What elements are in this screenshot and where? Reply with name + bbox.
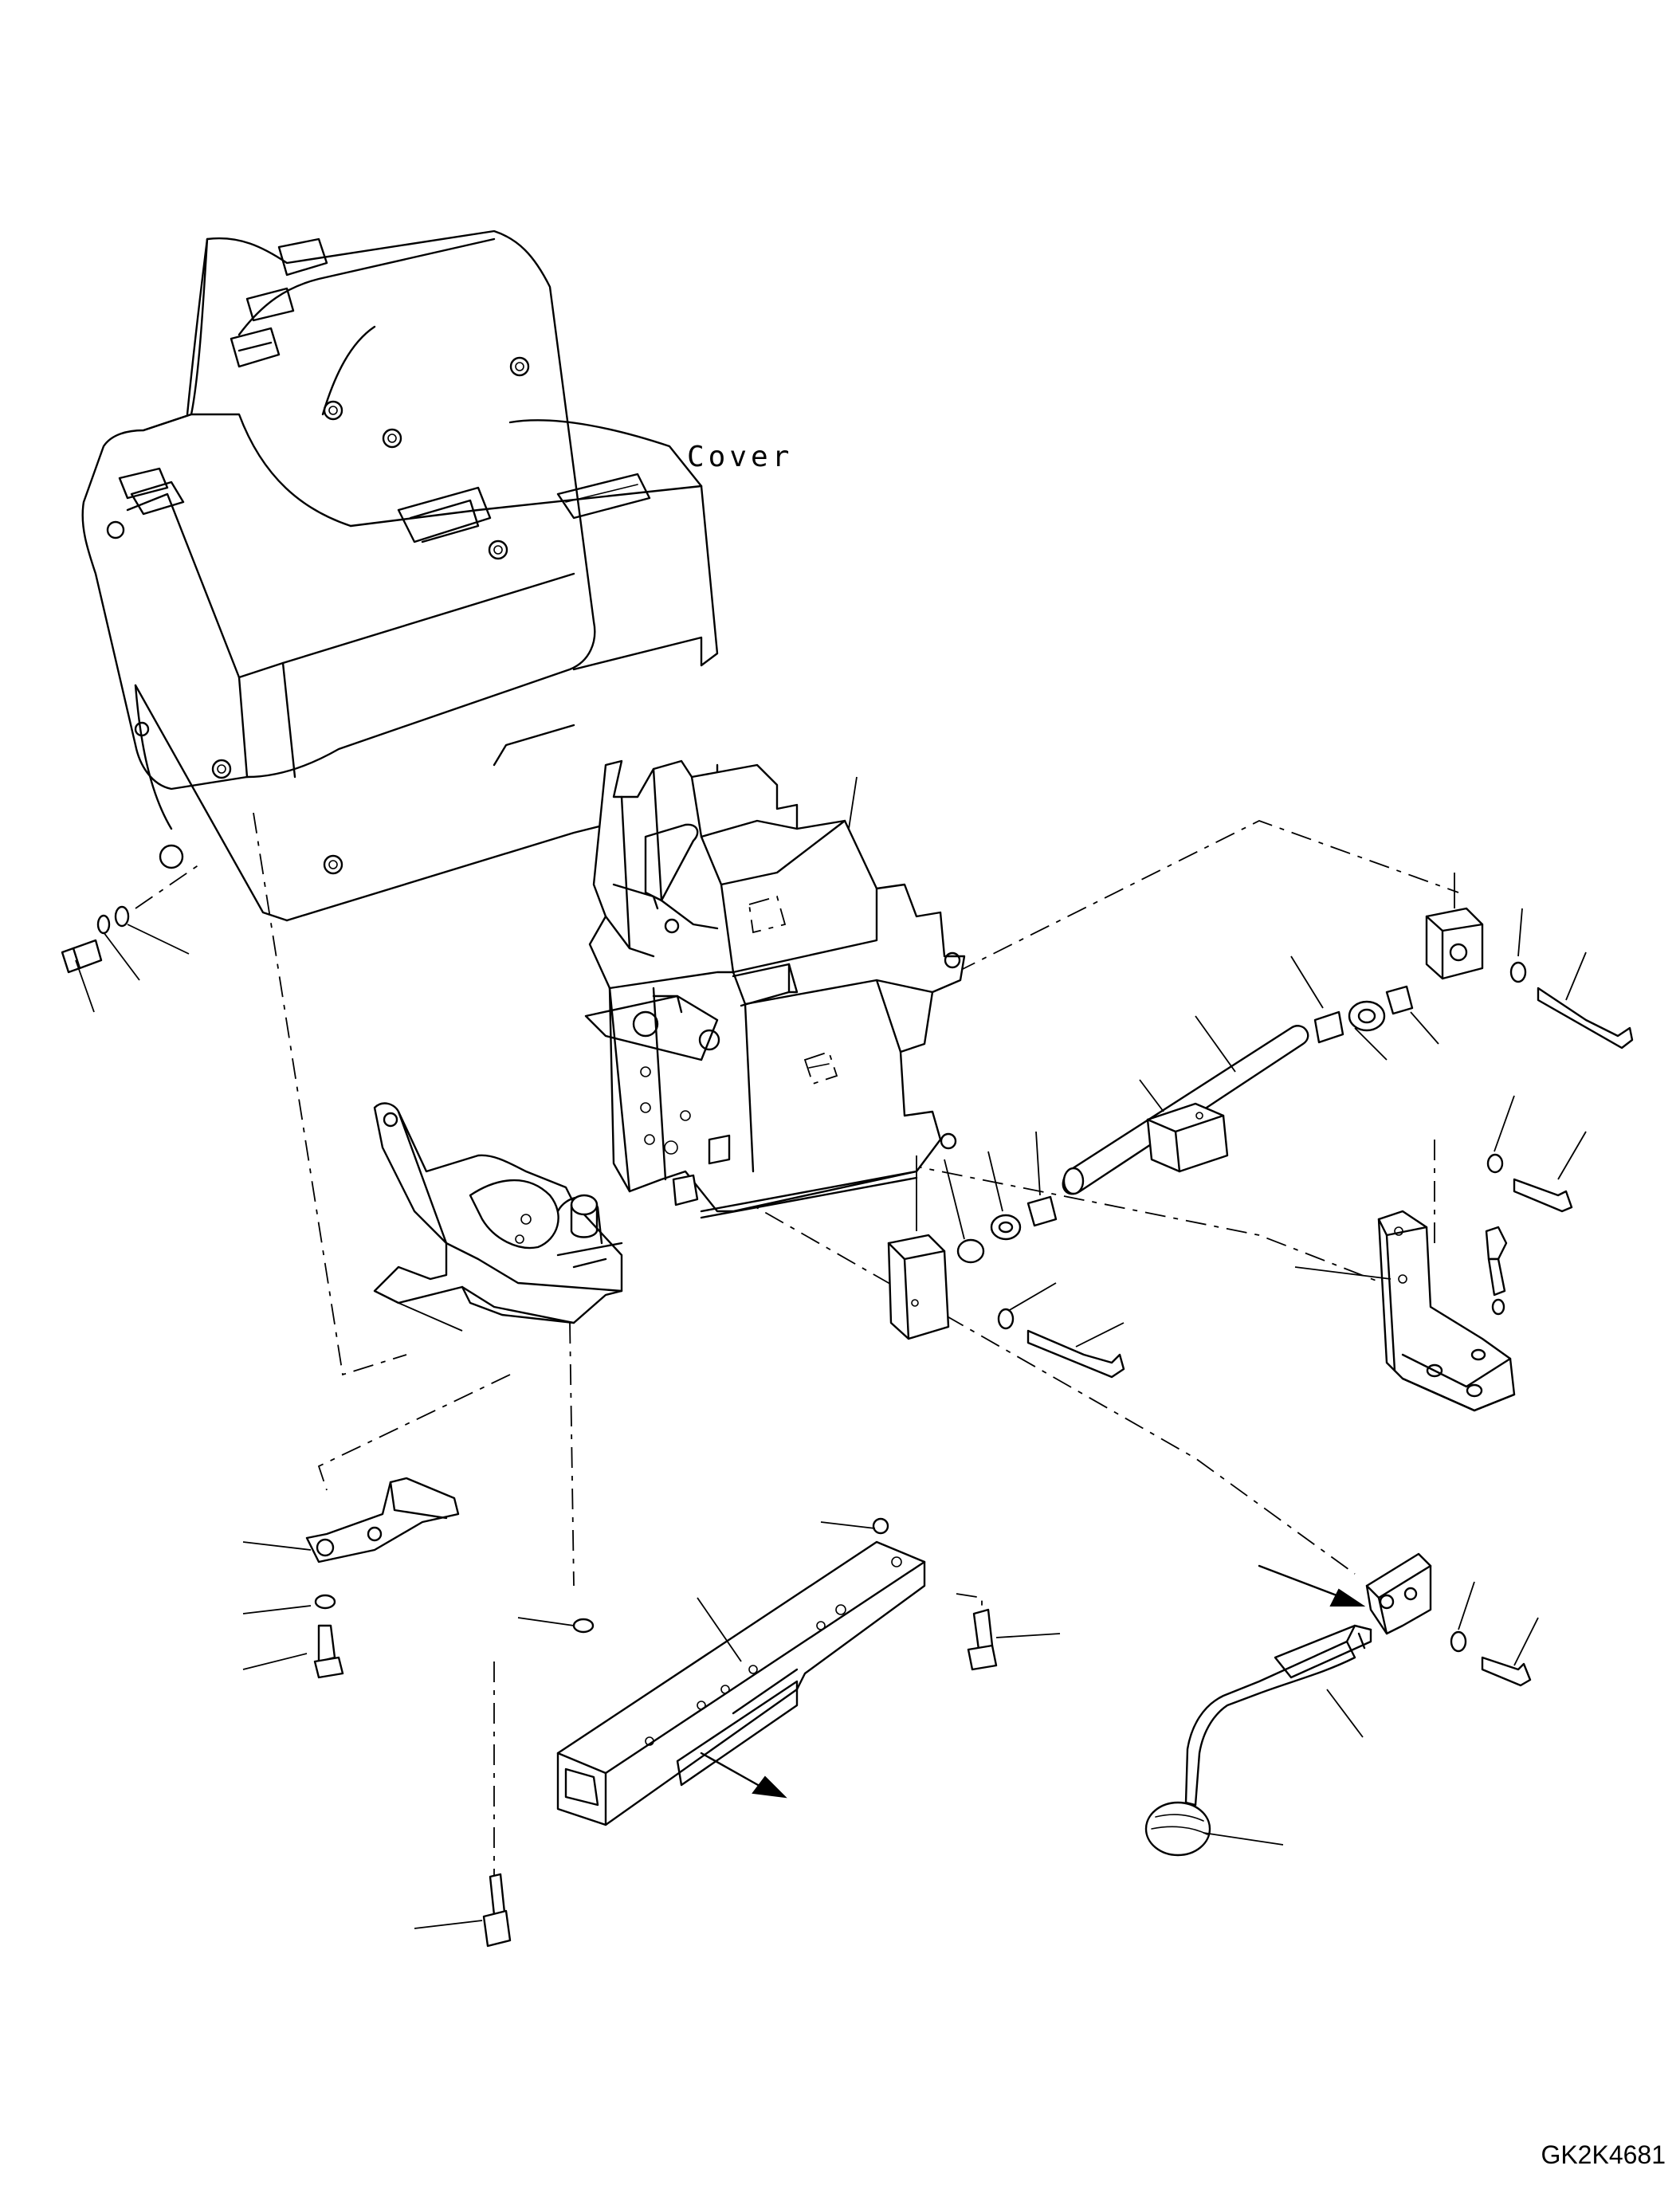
right-fasteners — [1485, 1095, 1587, 1316]
cover-bolt-assembly — [61, 864, 200, 1013]
lower-center-block — [887, 1131, 1125, 1379]
lever-knob — [1144, 1801, 1284, 1857]
main-bracket-frame — [584, 759, 966, 1219]
right-l-bracket — [1294, 1210, 1516, 1412]
lower-left-bracket — [242, 1477, 460, 1679]
drawing-code: GK2K4681 — [1541, 2140, 1666, 2169]
left-pedal-bracket — [373, 1102, 623, 1332]
seat-rail — [517, 1517, 926, 1826]
vent-slots — [118, 237, 328, 516]
shaft-assembly — [1062, 955, 1439, 1195]
cover-label: Cover — [687, 441, 793, 473]
lower-bolt — [414, 1873, 512, 1948]
rail-side-bolt — [967, 1608, 1061, 1671]
upper-right-block — [1425, 873, 1634, 1049]
console-cover — [81, 230, 719, 922]
shift-lever — [1184, 1552, 1539, 1807]
